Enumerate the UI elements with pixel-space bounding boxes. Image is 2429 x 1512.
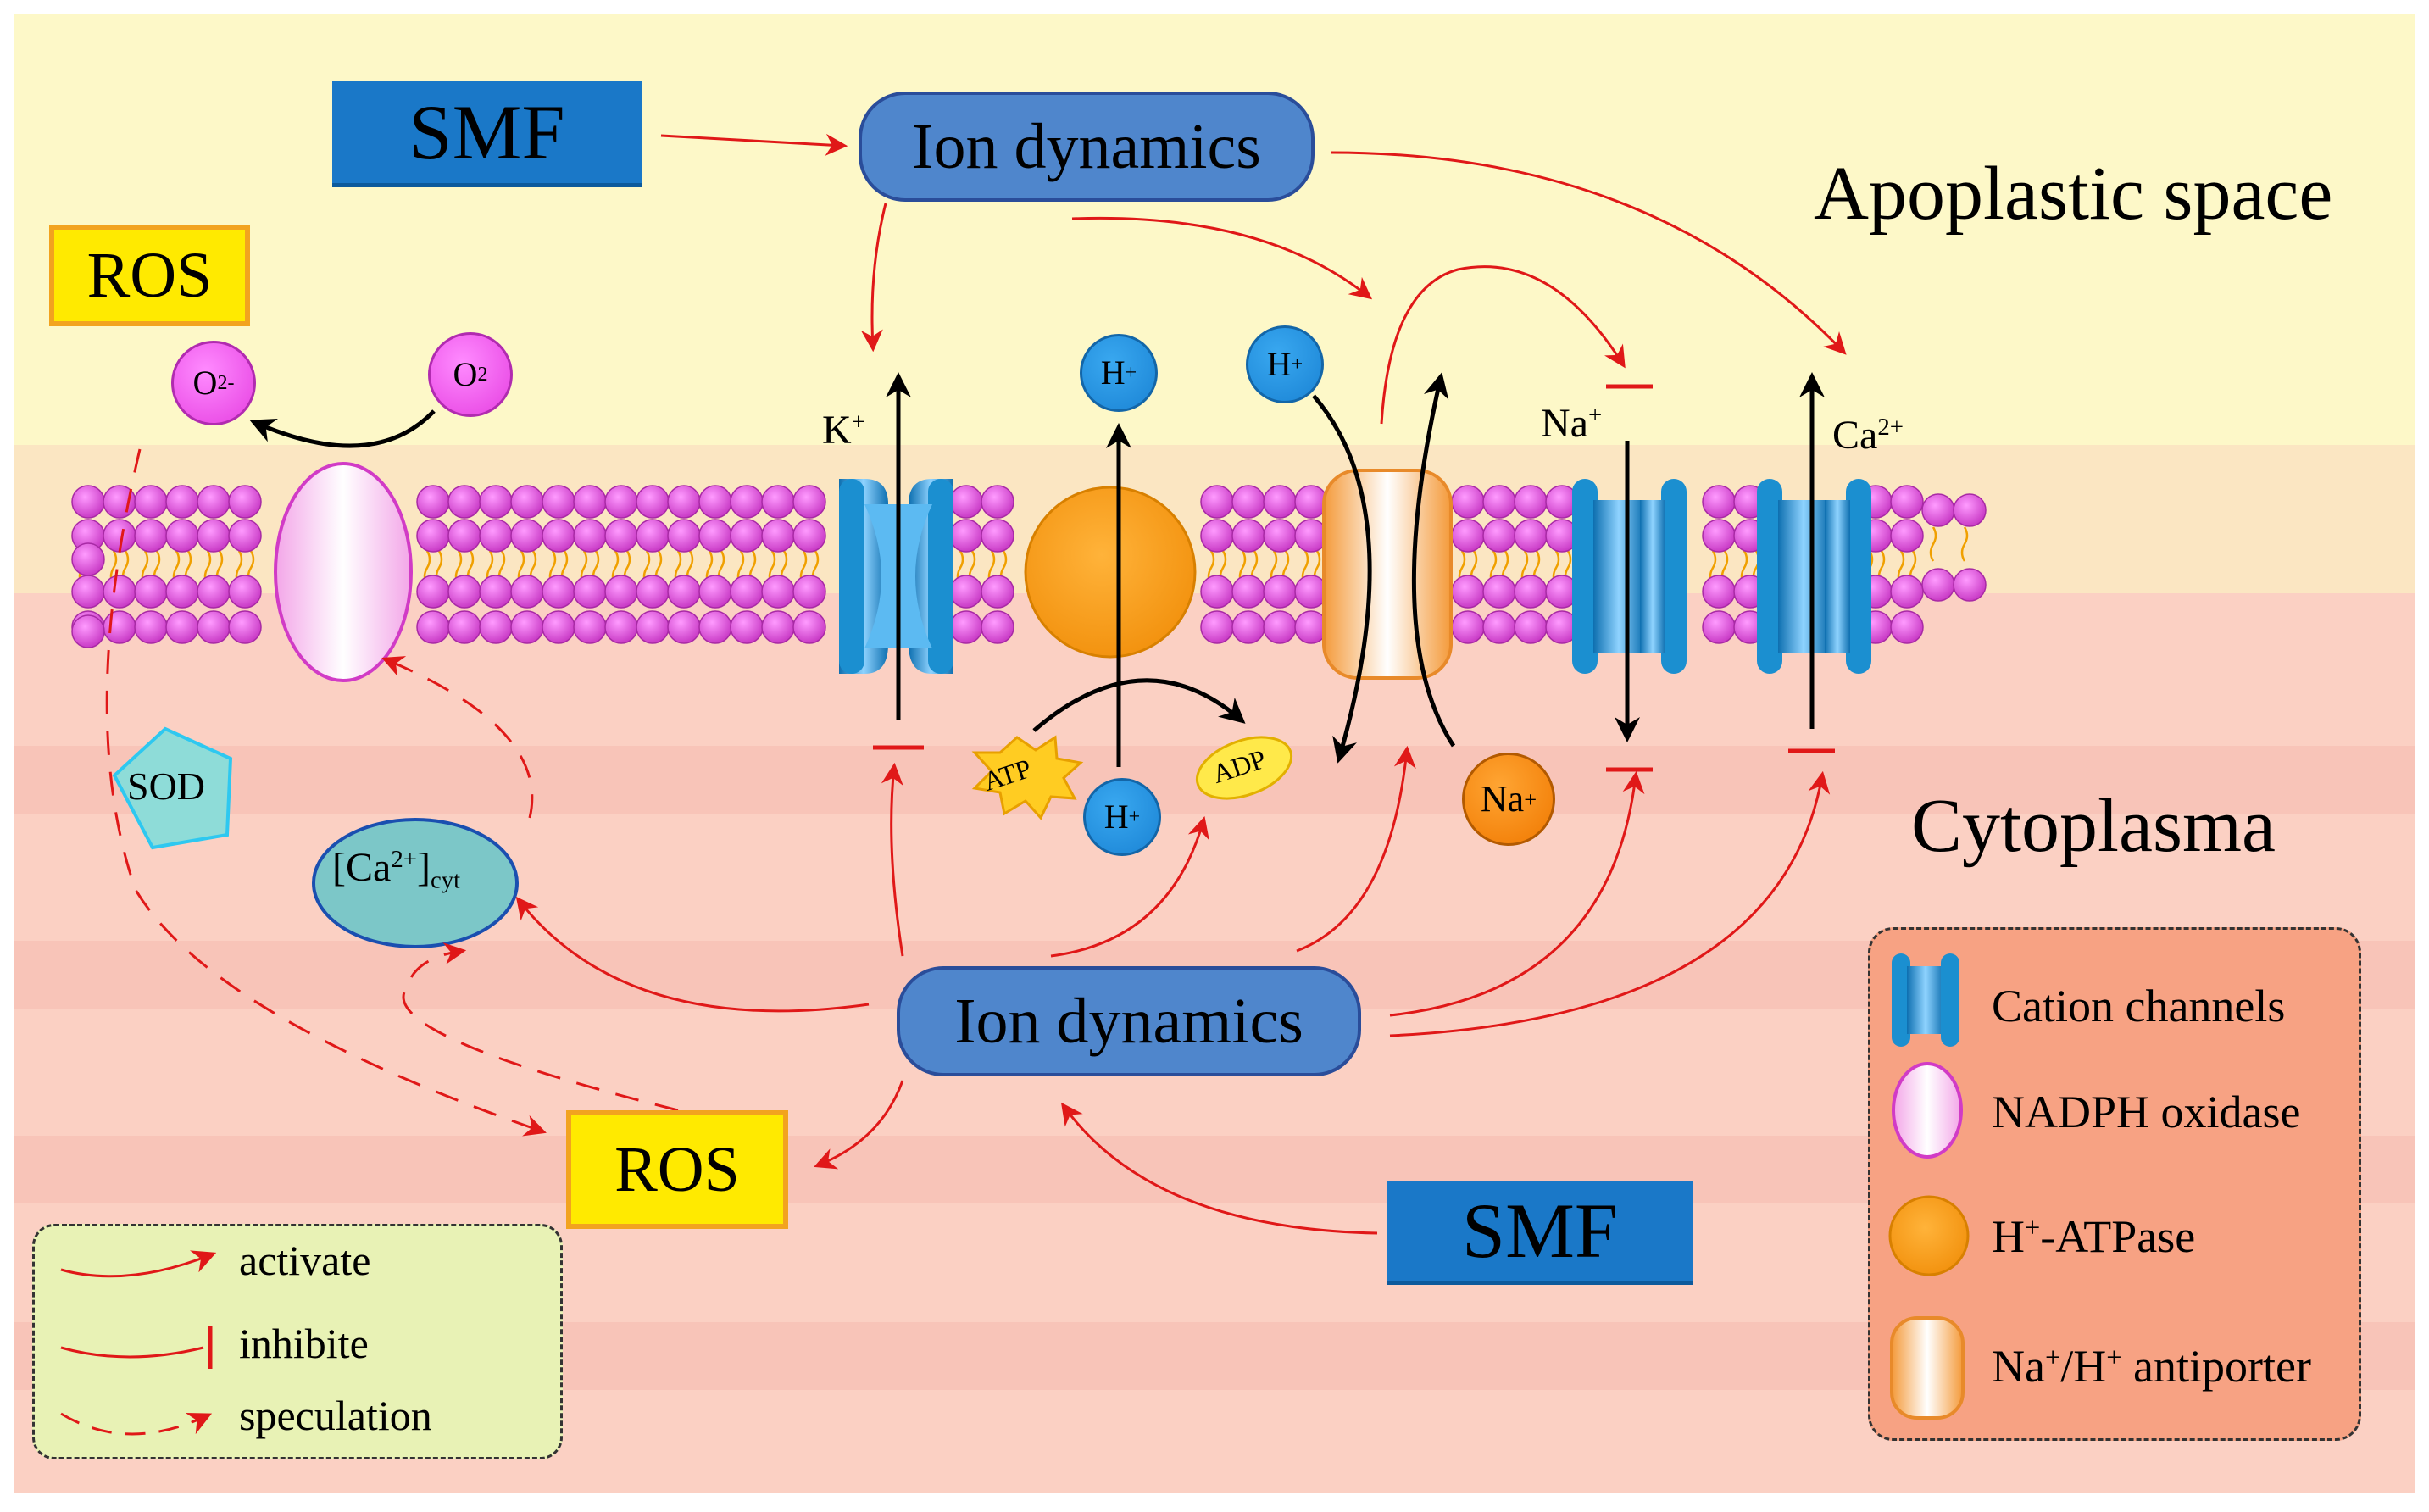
h-ion-top-right: H+ (1246, 325, 1324, 403)
o2-base: O (453, 355, 478, 393)
legend-h-atpase-b: -ATPase (2040, 1211, 2196, 1262)
legend-activate: activate (239, 1237, 371, 1284)
ion-dynamics-box-top: Ion dynamics (859, 92, 1315, 202)
smf-bottom-text: SMF (1461, 1187, 1619, 1274)
ca-cyt-sub: cyt (430, 866, 461, 894)
h-base: H (1103, 798, 1129, 836)
ros-box-bottom: ROS (566, 1110, 788, 1229)
na-base: Na (1480, 778, 1525, 820)
k-ion-label: K+ (822, 410, 865, 451)
transport-arrows (249, 372, 1825, 767)
ca-channel (1757, 479, 1871, 674)
o2-radical-base: O (192, 364, 218, 402)
ca-cyt-ellipse (312, 818, 519, 948)
na-ion-label: Na+ (1541, 403, 1602, 444)
ros-box-top: ROS (49, 225, 250, 326)
na-channel (1572, 479, 1687, 674)
ca-cyt-open: [Ca (332, 845, 392, 890)
k-sup: + (851, 409, 865, 436)
ca-sup: 2+ (1877, 414, 1904, 442)
legend-h-atpase-sup: + (2025, 1213, 2041, 1244)
nadph-oxidase (274, 462, 413, 682)
legend-anti-c: antiporter (2121, 1341, 2311, 1392)
na-label-sup: + (1587, 402, 1603, 430)
ion-dynamics-bottom-text: Ion dynamics (954, 986, 1303, 1057)
na-label-base: Na (1541, 401, 1588, 446)
ion-dynamics-box-bottom: Ion dynamics (897, 966, 1361, 1076)
legend-nadph-oxidase: NADPH oxidase (1992, 1087, 2301, 1137)
legend-cation-channels: Cation channels (1992, 981, 2286, 1031)
ca-cyt-close: ] (416, 845, 431, 890)
ca-cyt-label: [Ca2+]cyt (332, 845, 460, 893)
smf-box-bottom: SMF (1387, 1181, 1693, 1285)
smf-box-top: SMF (332, 81, 642, 187)
lipid-bilayer (71, 485, 1987, 648)
smf-top-text: SMF (409, 89, 565, 175)
legend-h-atpase: H+-ATPase (1992, 1214, 2195, 1259)
legend-anti-b: /H (2060, 1341, 2107, 1392)
legend-h-atpase-a: H (1992, 1211, 2025, 1262)
inhibition-bars (873, 384, 1835, 772)
legend-anti-a: Na (1992, 1341, 2045, 1392)
na-ion-ball: Na+ (1462, 753, 1555, 846)
apoplastic-space-label: Apoplastic space (1814, 152, 2333, 236)
adp-ellipse (1195, 736, 1293, 800)
h-ion-top-left: H+ (1080, 334, 1158, 412)
legend-na-h-antiporter: Na+/H+ antiporter (1992, 1343, 2311, 1389)
ca-base: Ca (1832, 413, 1878, 458)
ion-dynamics-top-text: Ion dynamics (912, 111, 1261, 182)
legend-anti-sup1: + (2044, 1342, 2061, 1374)
ca-ion-label: Ca2+ (1832, 415, 1904, 456)
legend-speculation: speculation (239, 1392, 432, 1439)
legend-inhibite: inhibite (239, 1320, 369, 1367)
cytoplasma-label: Cytoplasma (1911, 784, 2276, 868)
k-base: K (822, 408, 852, 453)
h-base: H (1100, 353, 1126, 392)
h-atpase (1024, 486, 1197, 659)
speculation-arrows (105, 448, 679, 1137)
sod-label: SOD (127, 764, 206, 808)
sod-pentagon (112, 726, 233, 850)
atp-star (971, 735, 1084, 820)
activation-arrows (515, 133, 1847, 1235)
legend-anti-sup2: + (2106, 1342, 2122, 1374)
h-base: H (1266, 345, 1292, 383)
ros-bottom-text: ROS (614, 1134, 740, 1205)
ros-top-text: ROS (86, 240, 213, 311)
ca-cyt-sup: 2+ (391, 846, 417, 874)
na-h-antiporter (1322, 469, 1453, 680)
h-ion-bottom: H+ (1083, 778, 1161, 856)
